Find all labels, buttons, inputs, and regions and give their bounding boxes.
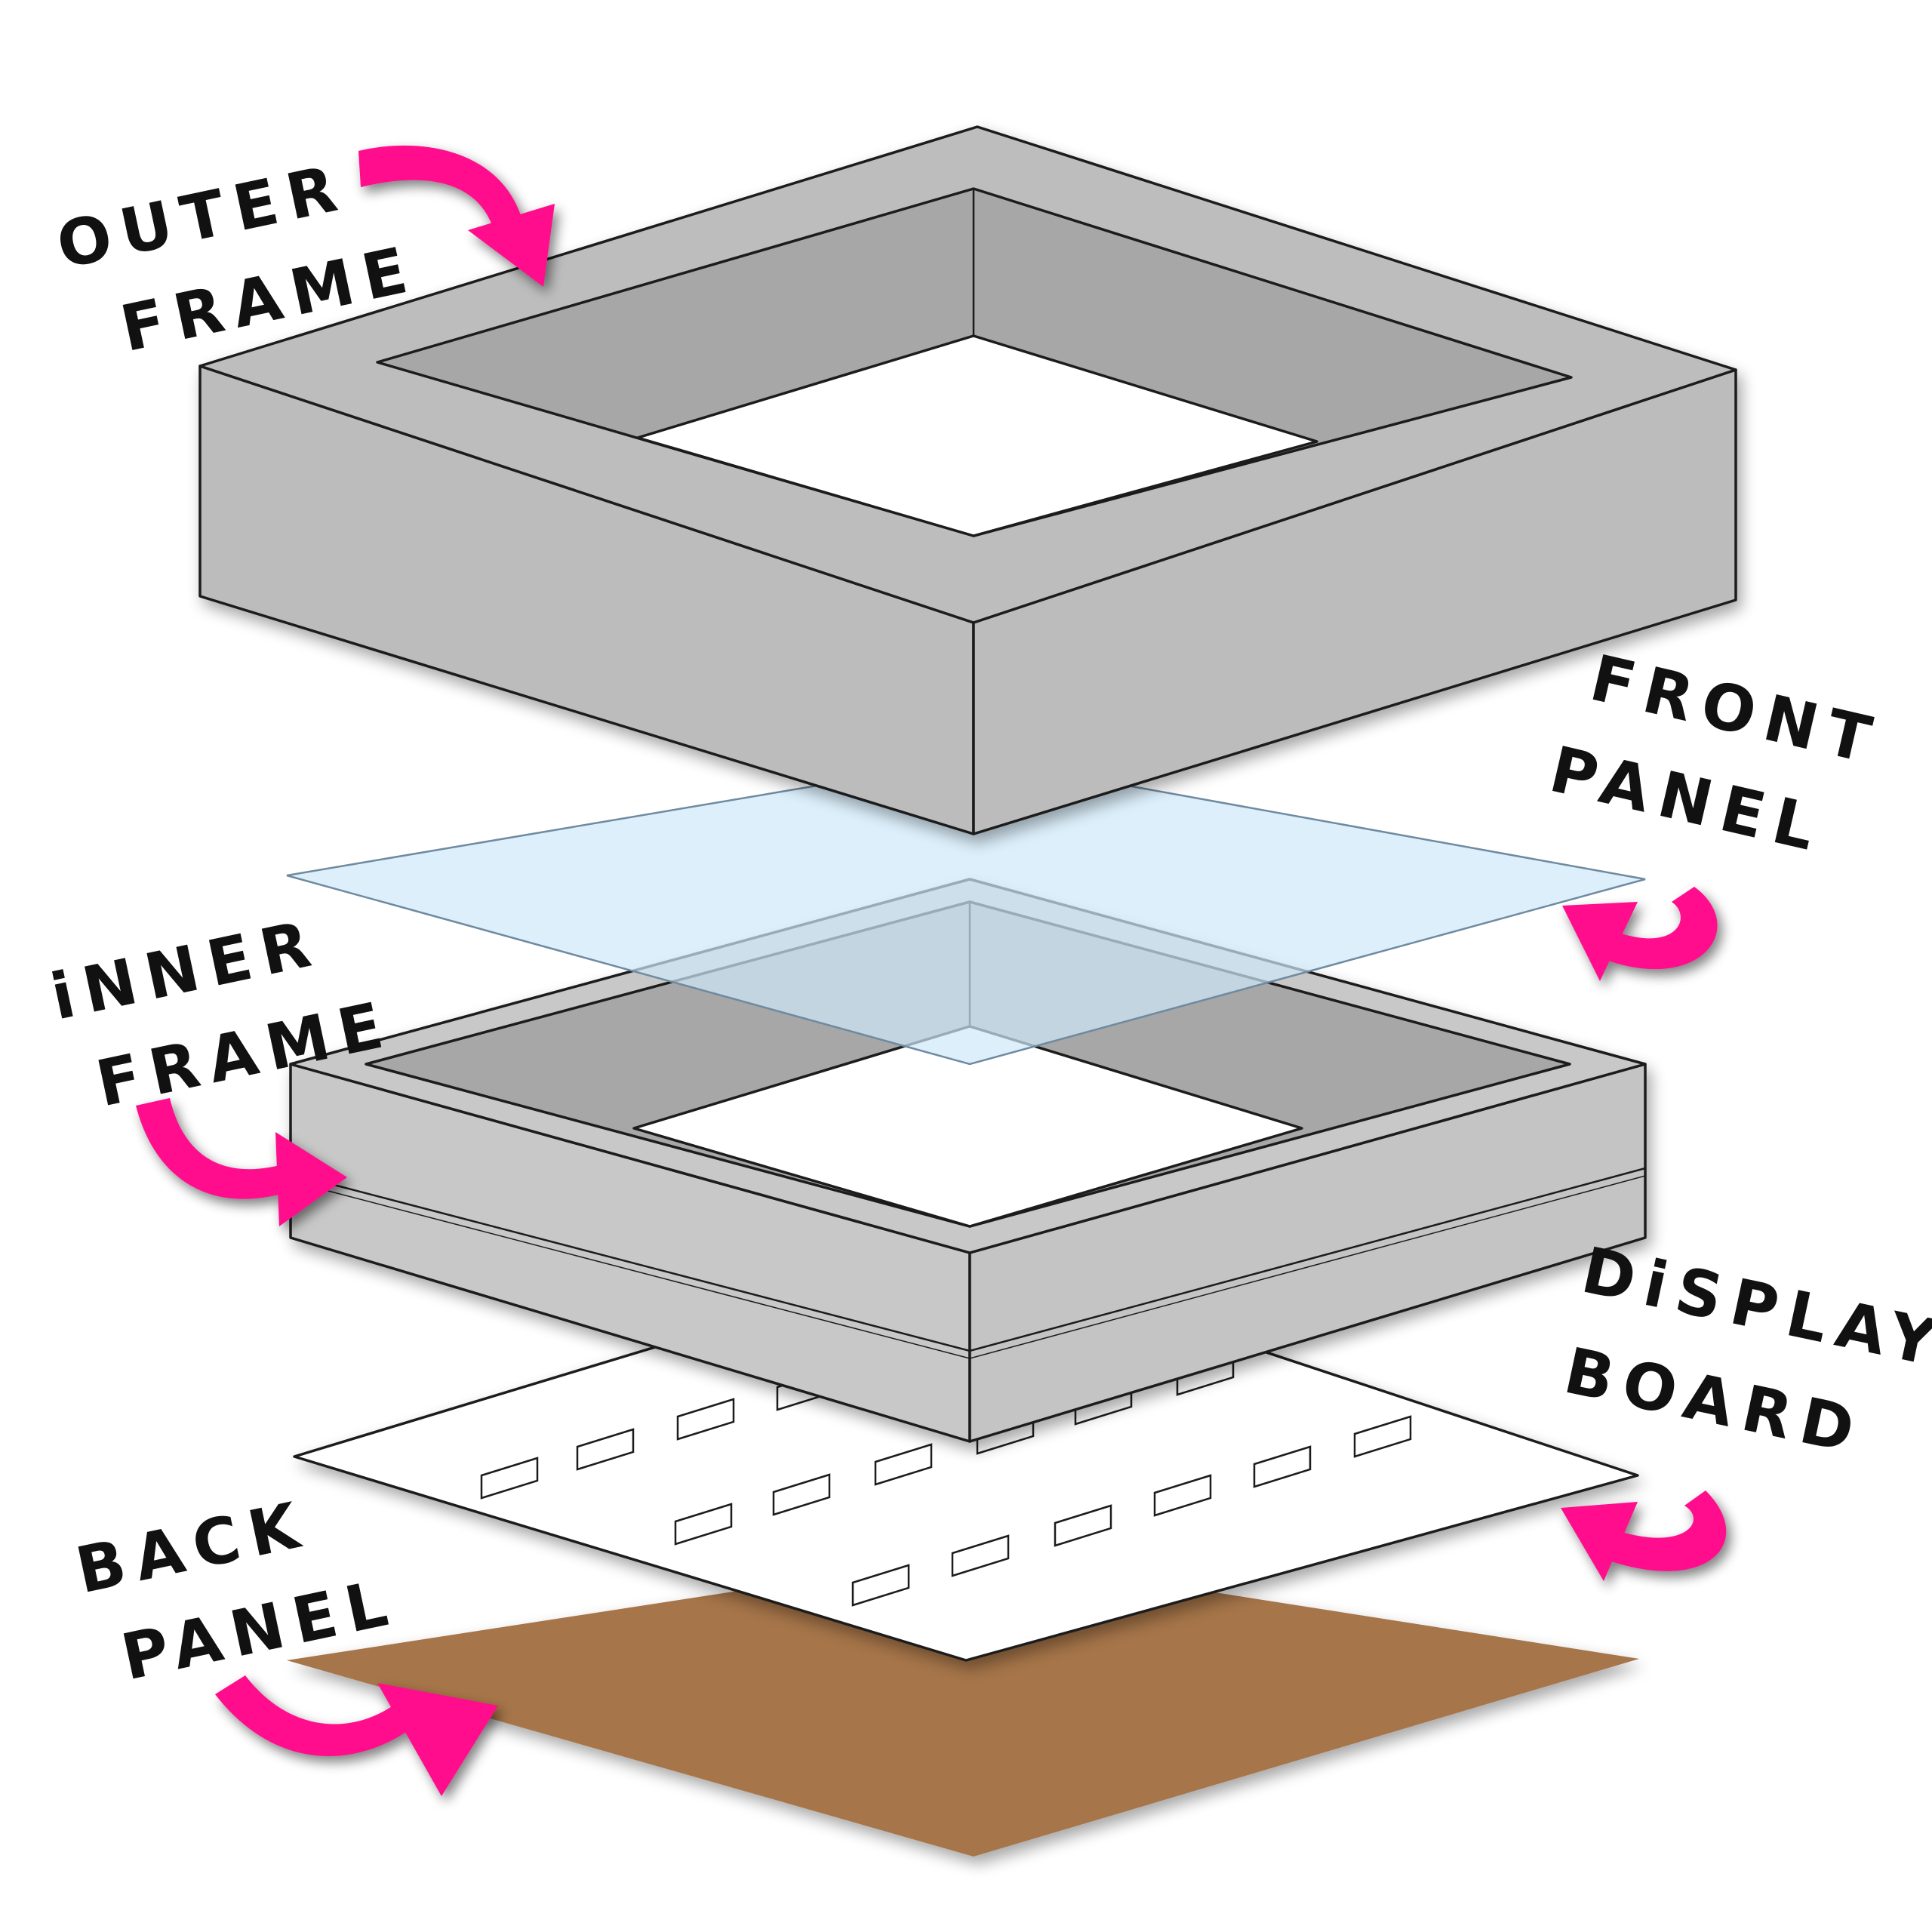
display-board-face [293, 1251, 1639, 1662]
front-panel-face [286, 757, 1646, 1066]
inner-frame-opening [632, 1025, 1303, 1228]
slot-row-3 [851, 1415, 1412, 1607]
front-panel [286, 757, 1646, 1066]
inner-frame-seam [290, 1167, 1646, 1352]
outer-frame [198, 125, 1737, 835]
back-panel [287, 1555, 1639, 1857]
inner-frame-seam-2 [290, 1175, 1646, 1359]
curved-arrow-icon [358, 145, 555, 287]
slot [674, 1503, 733, 1546]
slot [874, 1443, 933, 1486]
arrows [136, 145, 1727, 1796]
curved-arrow-icon [215, 1675, 498, 1796]
display-board [293, 1251, 1639, 1662]
slot [576, 1428, 635, 1471]
slot [772, 1473, 831, 1516]
curved-arrow-icon [1562, 887, 1718, 981]
label-front-panel: FRONT PANEL [1543, 641, 1888, 867]
curved-arrow-icon [1561, 1491, 1727, 1581]
slot [480, 1457, 539, 1500]
slot [951, 1534, 1010, 1577]
label-display-board: DiSPLAY BOARD [1558, 1233, 1932, 1469]
slot [851, 1564, 910, 1607]
slot [676, 1398, 735, 1441]
slot [1353, 1415, 1412, 1458]
back-panel-face [287, 1555, 1639, 1857]
curved-arrow-icon [136, 1098, 347, 1226]
slot [1153, 1474, 1212, 1517]
slot [1054, 1504, 1112, 1547]
outer-frame-opening [636, 334, 1318, 537]
slot [1253, 1445, 1312, 1488]
